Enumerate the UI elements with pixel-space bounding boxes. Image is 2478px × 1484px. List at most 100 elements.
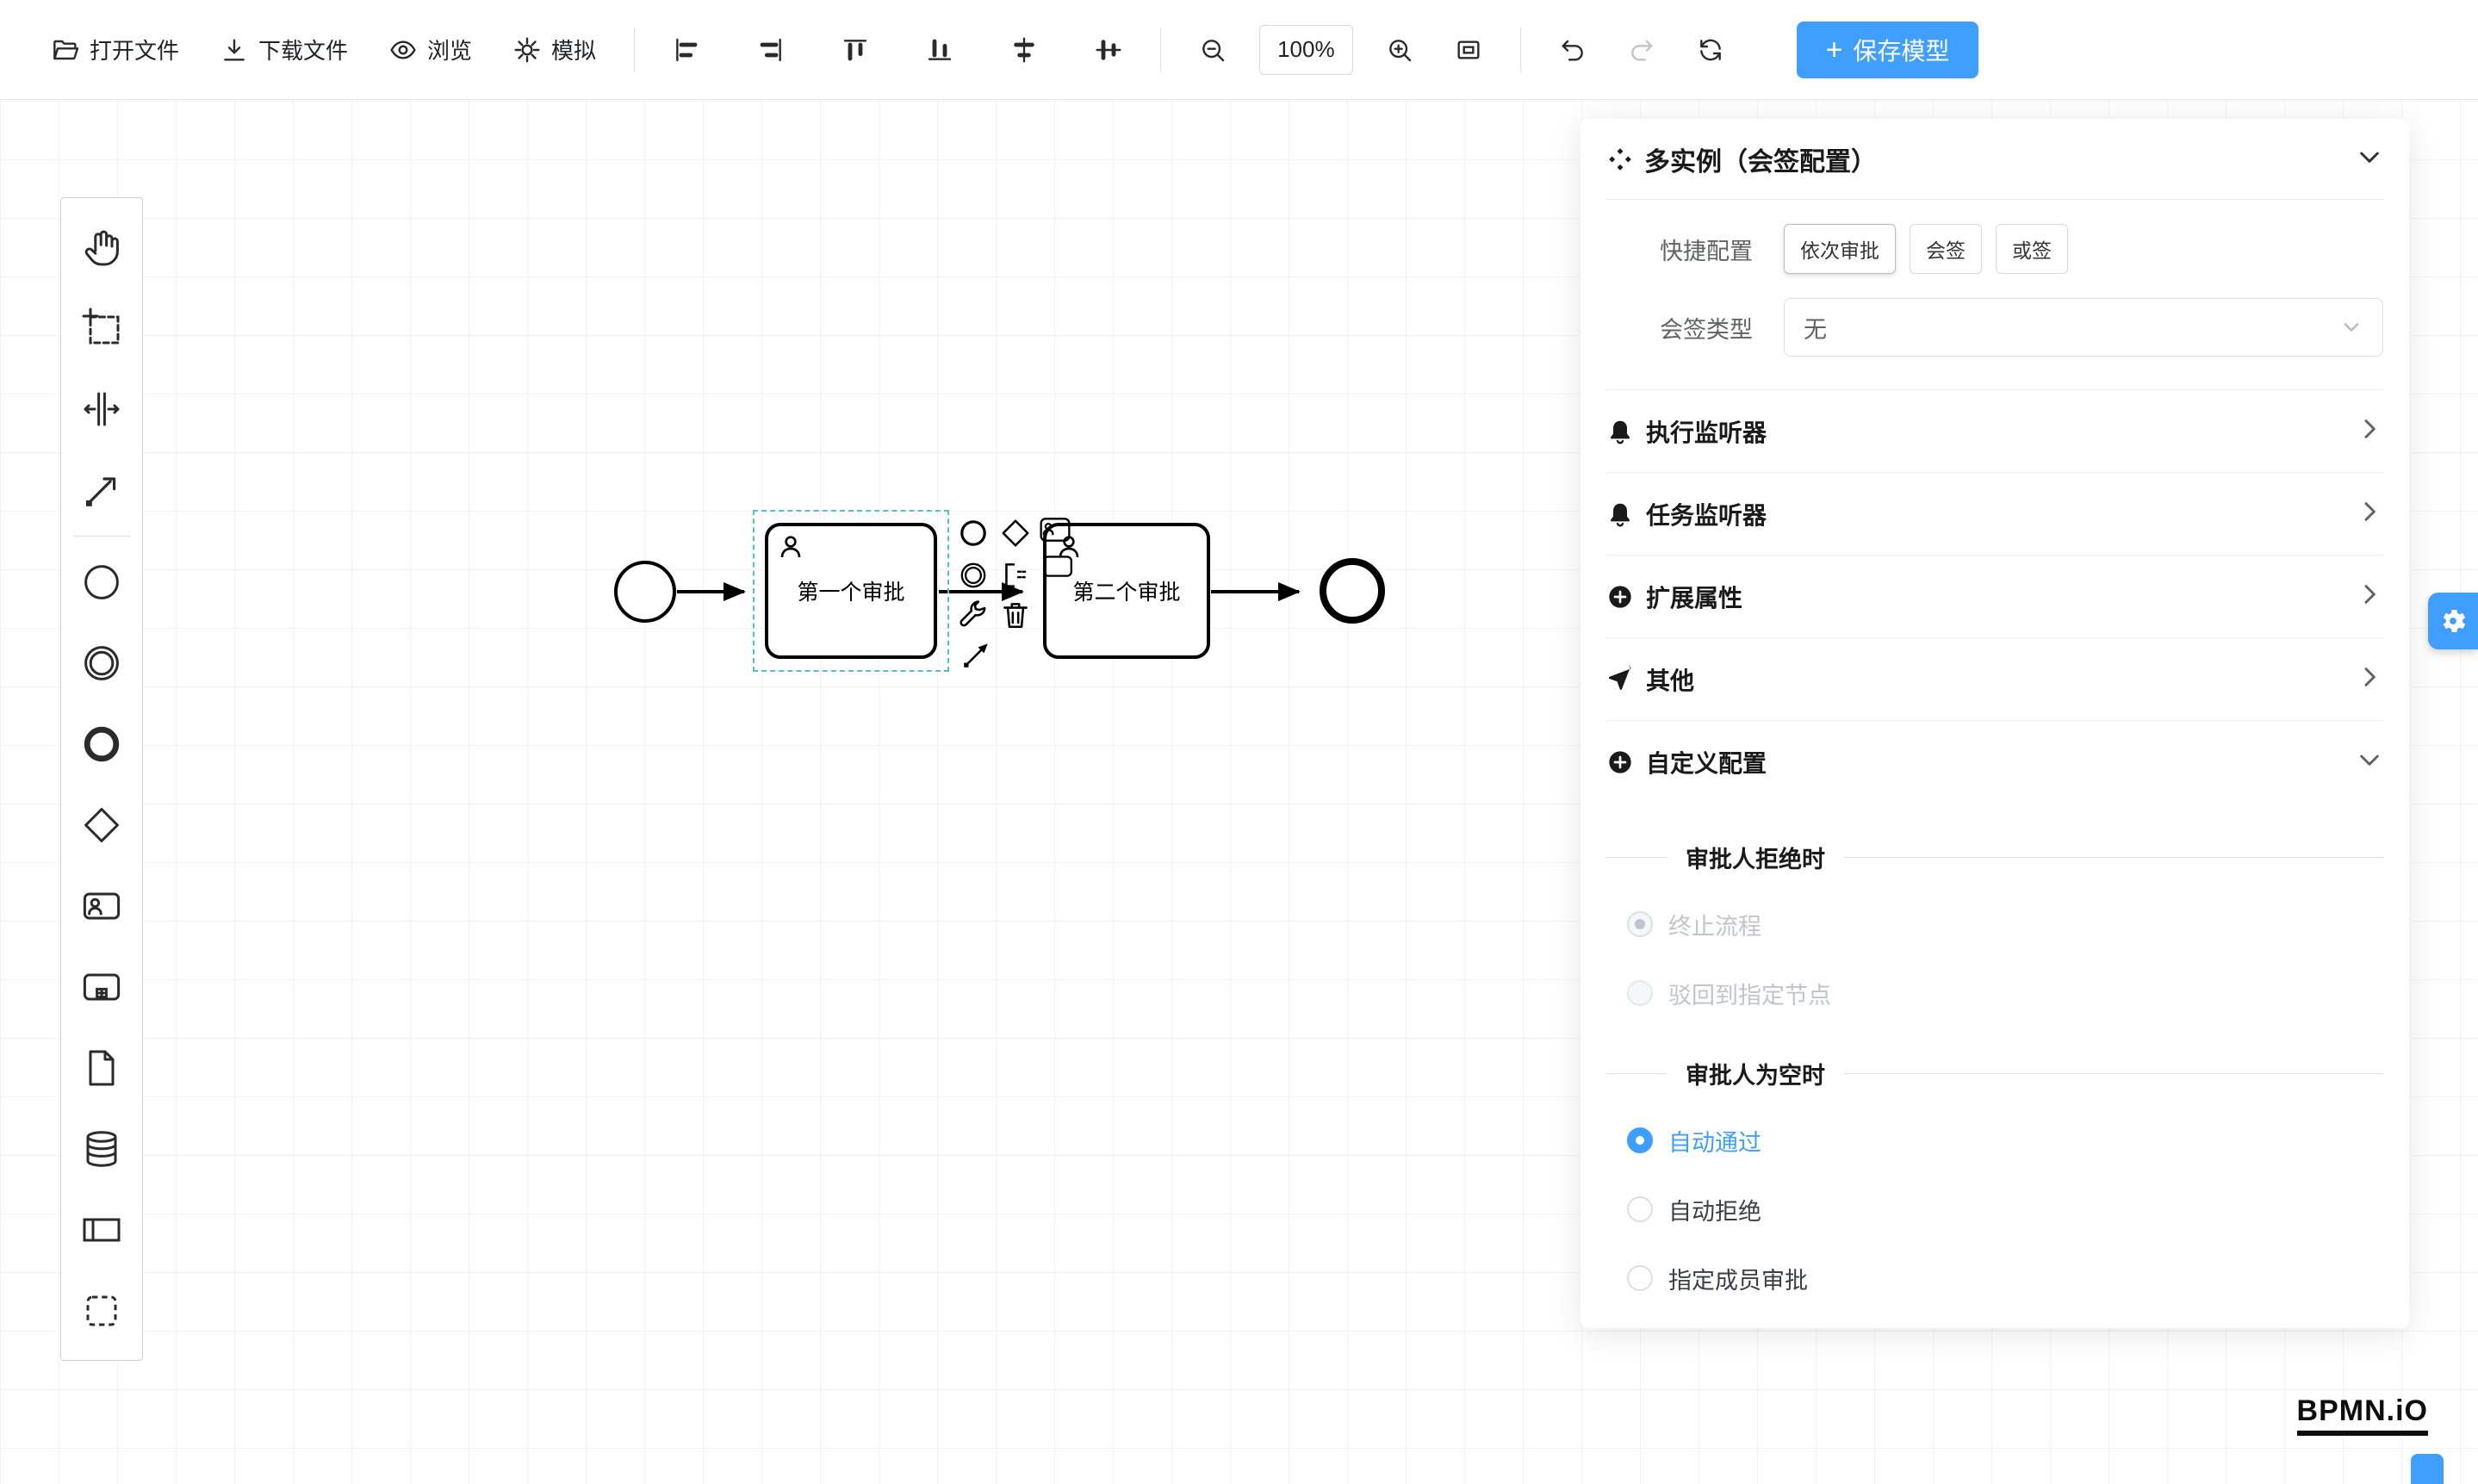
delete-button[interactable] <box>998 598 1033 632</box>
palette-data-object[interactable] <box>61 1028 142 1108</box>
hand-tool-icon <box>84 230 119 266</box>
intermediate-event-icon <box>960 562 986 588</box>
toolbar-separator <box>634 27 636 72</box>
replace-button[interactable] <box>956 598 991 632</box>
align-right-icon <box>760 38 781 61</box>
palette-subprocess[interactable] <box>61 947 142 1028</box>
download-file-button[interactable]: 下载文件 <box>203 22 365 78</box>
palette-space-tool[interactable] <box>61 369 142 450</box>
simulate-button[interactable]: 模拟 <box>496 22 613 78</box>
section-task-listener[interactable]: 任务监听器 <box>1606 472 2383 555</box>
append-intermediate-event-button[interactable] <box>956 558 991 593</box>
append-end-event-button[interactable] <box>956 516 991 550</box>
open-file-button[interactable]: 打开文件 <box>34 22 196 78</box>
zoom-out-button[interactable] <box>1182 22 1244 78</box>
fit-viewport-button[interactable] <box>1438 22 1500 78</box>
end-event-shape[interactable] <box>1320 558 1385 624</box>
radio-label: 指定成员审批 <box>1668 1267 1808 1294</box>
zoom-out-icon <box>1202 39 1225 61</box>
align-bottom-button[interactable] <box>909 22 971 78</box>
sign-type-value: 无 <box>1804 316 1827 343</box>
append-user-task-button[interactable] <box>1038 512 1072 547</box>
palette-intermediate-event[interactable] <box>61 623 142 704</box>
palette-global-connect-tool[interactable] <box>61 450 142 531</box>
section-custom-config[interactable]: 自定义配置 <box>1606 720 2383 803</box>
preview-button[interactable]: 浏览 <box>372 22 489 78</box>
palette-gateway[interactable] <box>61 785 142 866</box>
palette-user-task[interactable] <box>61 866 142 947</box>
properties-panel: 多实例（会签配置） 快捷配置 依次审批 会签 或签 会签类型 无 执行监听器 <box>1581 119 2409 1328</box>
gateway-icon <box>1002 519 1029 547</box>
zoom-in-icon <box>1388 39 1411 61</box>
palette-end-event[interactable] <box>61 704 142 785</box>
radio-disabled-icon[interactable] <box>1627 980 1653 1006</box>
simulate-label: 模拟 <box>551 38 597 64</box>
align-center-vertical-button[interactable] <box>1078 22 1140 78</box>
palette-lasso-tool[interactable] <box>61 288 142 369</box>
align-top-icon <box>843 39 867 60</box>
zoom-level-value: 100% <box>1277 36 1335 62</box>
download-icon <box>224 38 245 61</box>
chevron-down-icon[interactable] <box>2356 143 2383 175</box>
align-group <box>655 22 1140 78</box>
task-first-approval[interactable]: 第一个审批 <box>765 523 937 659</box>
radio-assign-member[interactable]: 指定成员审批 <box>1627 1259 2383 1297</box>
history-group <box>1542 22 1742 78</box>
panel-sections: 执行监听器 任务监听器 扩展属性 <box>1606 389 2383 803</box>
quick-config-row: 快捷配置 依次审批 会签 或签 <box>1606 224 2383 274</box>
empty-divider: 审批人为空时 <box>1606 1057 2383 1090</box>
append-task-button[interactable] <box>1040 549 1075 583</box>
palette-group[interactable] <box>61 1270 142 1351</box>
simulate-icon <box>514 36 540 63</box>
section-extended-properties[interactable]: 扩展属性 <box>1606 555 2383 637</box>
refresh-button[interactable] <box>1680 22 1742 78</box>
start-event-shape[interactable] <box>614 561 676 623</box>
folder-open-icon <box>53 40 79 59</box>
multi-instance-header[interactable]: 多实例（会签配置） <box>1606 119 2383 200</box>
palette-hand-tool[interactable] <box>61 207 142 288</box>
zoom-in-button[interactable] <box>1369 22 1431 78</box>
zoom-level-display: 100% <box>1259 24 1353 75</box>
radio-disabled-checked-icon[interactable] <box>1627 911 1653 937</box>
sign-type-select[interactable]: 无 <box>1784 298 2383 357</box>
align-right-button[interactable] <box>740 22 802 78</box>
palette-start-event[interactable] <box>61 542 142 623</box>
radio-auto-reject[interactable]: 自动拒绝 <box>1627 1190 2383 1228</box>
plus-circle-icon <box>1609 585 1631 608</box>
quick-option-orsign[interactable]: 或签 <box>1996 224 2068 274</box>
append-gateway-button[interactable] <box>998 516 1033 550</box>
bpmn-io-logo: BPMN.iO <box>2296 1394 2428 1436</box>
save-model-button[interactable]: + 保存模型 <box>1796 21 1979 78</box>
append-text-annotation-button[interactable] <box>998 558 1033 593</box>
radio-return-to-node[interactable]: 驳回到指定节点 <box>1627 974 2383 1012</box>
settings-tab[interactable] <box>2428 593 2478 649</box>
panel-title: 多实例（会签配置） <box>1644 147 1877 177</box>
quick-option-countersign[interactable]: 会签 <box>1910 224 1982 274</box>
download-file-label: 下载文件 <box>258 38 349 64</box>
corner-widget[interactable] <box>2411 1454 2444 1484</box>
section-other[interactable]: 其他 <box>1606 637 2383 720</box>
palette-participant[interactable] <box>61 1189 142 1270</box>
section-label: 其他 <box>1646 667 1695 694</box>
chevron-right-icon <box>2356 498 2383 530</box>
radio-terminate-process[interactable]: 终止流程 <box>1627 905 2383 943</box>
radio-checked-icon[interactable] <box>1627 1127 1653 1153</box>
align-center-horizontal-button[interactable] <box>993 22 1055 78</box>
quick-option-sequential[interactable]: 依次审批 <box>1784 224 1896 274</box>
radio-auto-pass[interactable]: 自动通过 <box>1627 1121 2383 1159</box>
plus-icon: + <box>1825 33 1843 66</box>
undo-button[interactable] <box>1542 22 1604 78</box>
palette-data-store[interactable] <box>61 1108 142 1189</box>
palette <box>60 197 143 1361</box>
section-execution-listener[interactable]: 执行监听器 <box>1606 389 2383 472</box>
connect-button[interactable] <box>960 637 994 672</box>
radio-icon[interactable] <box>1627 1265 1653 1291</box>
redo-button[interactable] <box>1611 22 1673 78</box>
radio-icon[interactable] <box>1627 1196 1653 1222</box>
align-left-button[interactable] <box>655 22 717 78</box>
task-second-approval[interactable]: 第二个审批 <box>1043 523 1210 659</box>
multi-instance-icon <box>1609 147 1631 171</box>
align-top-button[interactable] <box>824 22 886 78</box>
quick-config-label: 快捷配置 <box>1660 238 1753 264</box>
